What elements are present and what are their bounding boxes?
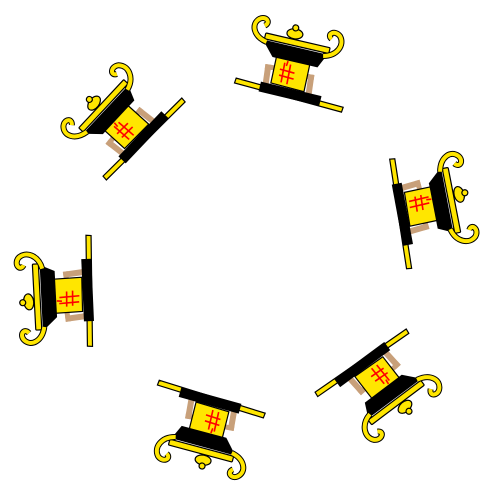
incense-burner-icon-6 <box>144 380 268 480</box>
incense-burner-icon-3 <box>376 140 486 269</box>
incense-burner-icon-2 <box>53 50 186 188</box>
incense-burner-icon-5 <box>314 319 452 454</box>
incense-burner-icon-4 <box>9 235 106 356</box>
incense-burner-icon-1 <box>233 15 354 112</box>
